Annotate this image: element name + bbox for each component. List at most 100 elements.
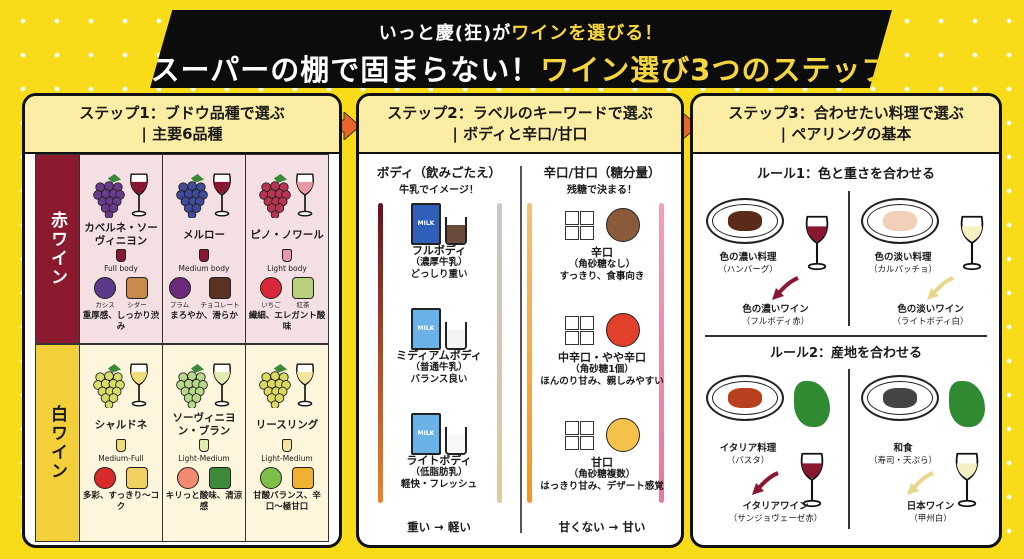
body-glass-icon	[116, 249, 126, 262]
dish-name: イタリア料理（パスタ）	[719, 443, 777, 466]
aroma-food-icon	[209, 277, 231, 299]
sweetness-level-sugar: （角砂糖複数）	[568, 469, 636, 480]
step3-panel: ステップ3：合わせたい料理で選ぶ| ペアリングの基本 ルール1：色と重さを合わせ…	[690, 93, 1002, 548]
dish-plate-icon	[706, 198, 784, 244]
column-divider	[520, 166, 522, 533]
wine-glass-icon	[128, 362, 150, 411]
body-level-desc: どっしり重い	[410, 269, 468, 280]
wine-glass-icon	[128, 172, 150, 221]
milk-label: MILK	[417, 325, 435, 332]
variety-description: 繊細、エレガント酸味	[248, 311, 326, 332]
aroma-food-icon	[292, 467, 314, 489]
aroma-food-icon	[126, 277, 148, 299]
body-label: Medium-Full	[98, 454, 144, 463]
sugar-cubes-icon	[564, 210, 594, 240]
aroma-label: カシス	[95, 301, 115, 309]
variety-description: 重厚感、しっかり渋み	[82, 311, 160, 332]
pairing-example: イタリア料理（パスタ） イタリアワイン（サンジョヴェーゼ赤）	[698, 371, 843, 524]
aroma-label: シダー	[127, 301, 147, 309]
sweetness-level-desc: すっきり、食事向き	[559, 271, 645, 282]
milk-label: MILK	[417, 430, 435, 437]
divider	[705, 335, 987, 337]
body-level-analogy: （普通牛乳）	[410, 362, 468, 373]
milk-carton-icon: MILK	[411, 413, 441, 455]
body-title: ボディ（飲みごたえ）	[376, 165, 502, 180]
variety-description: 甘酸バランス、辛口〜極甘口	[253, 491, 321, 512]
body-level-item: MILK ミディアムボディ （普通牛乳） バランス良い	[359, 308, 519, 386]
wine-glass-icon	[958, 214, 986, 276]
sweetness-level-name: 辛口	[591, 246, 613, 259]
wine-glass-icon	[211, 362, 233, 411]
body-level-analogy: （濃厚牛乳）	[410, 257, 468, 268]
sweetness-level-item: 甘口 （角砂糖複数） はっきり甘み、デザート感覚	[522, 413, 681, 493]
title-line2-white: スーパーの棚で固まらない！	[150, 53, 541, 87]
body-level-name: フルボディ	[411, 244, 467, 257]
aroma-food-icon	[260, 467, 282, 489]
aroma-label: チョコレート	[200, 301, 240, 309]
body-label: Light-Medium	[261, 454, 313, 463]
title-line1-yellow: ワインを選びる！	[511, 23, 664, 44]
wine-name: 色の淡いワイン（ライトボディ白）	[892, 304, 969, 327]
step3-header: ステップ3：合わせたい料理で選ぶ| ペアリングの基本	[693, 96, 999, 154]
sweetness-level-item: 中辛口・やや辛口 （角砂糖1個） ほんのり甘み、親しみやすい	[522, 308, 681, 388]
wine-glass-icon	[803, 214, 831, 276]
food-icon	[605, 313, 640, 347]
step1-subtitle: | 主要6品種	[141, 125, 223, 143]
sweetness-level-desc: ほんのり甘み、親しみやすい	[540, 376, 664, 387]
variety-description: 多彩、すっきり〜コク	[82, 491, 160, 512]
sweetness-level-desc: はっきり甘み、デザート感覚	[540, 481, 664, 492]
milk-glass-icon	[445, 322, 467, 350]
body-level-item: MILK ライトボディ （低脂肪乳） 軽快・フレッシュ	[359, 413, 519, 491]
curved-arrow-icon	[772, 276, 799, 300]
grape-variety-card: リースリング Light-Medium 甘酸バランス、辛口〜極甘口	[245, 345, 328, 541]
curved-arrow-icon	[907, 471, 934, 495]
title-line1-white: いっと慶(狂)が	[378, 23, 512, 44]
curved-arrow-icon	[927, 276, 954, 300]
divider	[848, 191, 850, 326]
step3-subtitle: | ペアリングの基本	[780, 125, 912, 143]
body-glass-icon	[116, 439, 126, 452]
aroma-food-icon	[260, 277, 282, 299]
body-label: Full body	[104, 264, 138, 273]
pairing-example: 和食（寿司・天ぷら） 日本ワイン（甲州白）	[853, 371, 998, 524]
sweetness-column: 辛口/甘口（糖分量） 残糖で決まる！ 辛口 （角砂糖なし） すっきり、食事向き …	[522, 158, 681, 545]
wine-name: 日本ワイン（甲州白）	[906, 501, 955, 524]
wine-glass-icon	[294, 172, 316, 221]
body-label: Light body	[267, 264, 307, 273]
milk-glass-icon	[445, 427, 467, 455]
grape-variety-card: カベルネ・ソーヴィニヨン Full body カシス シダー 重厚感、しっかり渋…	[79, 155, 162, 343]
variety-name: メルロー	[183, 228, 225, 241]
wine-glass-icon	[294, 362, 316, 411]
body-subtitle: 牛乳でイメージ！	[399, 185, 479, 196]
wine-name: 色の濃いワイン（フルボディ赤）	[741, 304, 810, 327]
variety-description: まろやか、滑らか	[170, 311, 238, 321]
body-glass-icon	[199, 439, 209, 452]
white-wine-label: 白ワイン	[36, 345, 79, 541]
step2-panel: ステップ2：ラベルのキーワードで選ぶ| ボディと辛口/甘口 ボディ（飲みごたえ）…	[356, 93, 684, 548]
grape-icon	[258, 174, 292, 221]
step1-title: ステップ1：ブドウ品種で選ぶ	[79, 104, 285, 122]
grape-variety-card: シャルドネ Medium-Full 多彩、すっきり〜コク	[79, 345, 162, 541]
red-wine-row: 赤ワイン カベルネ・ソーヴィニヨン Full body カシス シダー 重厚感、…	[35, 154, 329, 344]
sweetness-level-name: 中辛口・やや辛口	[558, 351, 646, 364]
sweetness-subtitle: 残糖で決まる！	[567, 185, 637, 196]
sweetness-level-name: 甘口	[591, 456, 613, 469]
step2-header: ステップ2：ラベルのキーワードで選ぶ| ボディと辛口/甘口	[359, 96, 681, 154]
step1-header: ステップ1：ブドウ品種で選ぶ | 主要6品種	[25, 96, 339, 154]
variety-name: カベルネ・ソーヴィニヨン	[84, 222, 158, 247]
variety-description: キリっと酸味、清涼感	[165, 491, 243, 512]
country-map-icon	[794, 381, 830, 427]
body-label: Light-Medium	[178, 454, 230, 463]
dish-name: 和食（寿司・天ぷら）	[868, 443, 937, 466]
step2-title: ステップ2：ラベルのキーワードで選ぶ	[387, 104, 653, 122]
grape-icon	[258, 364, 292, 411]
rule1-title: ルール1：色と重さを合わせる	[756, 167, 936, 182]
sugar-cubes-icon	[564, 420, 594, 450]
body-level-desc: バランス良い	[410, 374, 468, 385]
grape-icon	[92, 364, 126, 411]
country-map-icon	[949, 381, 985, 427]
body-level-name: ライトボディ	[406, 454, 472, 467]
dish-name: 色の淡い料理（カルパッチョ）	[868, 252, 937, 275]
aroma-label: いちご	[261, 301, 281, 309]
sweetness-level-item: 辛口 （角砂糖なし） すっきり、食事向き	[522, 203, 681, 283]
